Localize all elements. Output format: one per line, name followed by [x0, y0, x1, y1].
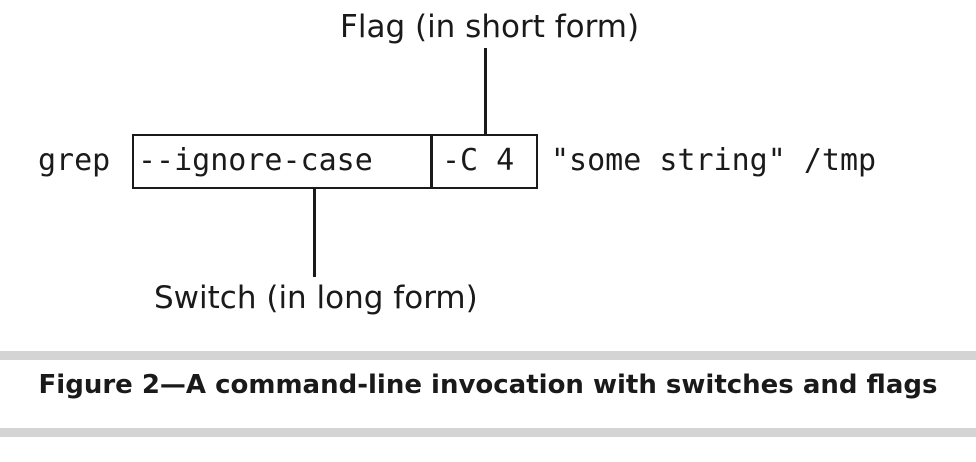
command-program: grep — [38, 143, 111, 178]
command-arguments: "some string" /tmp — [551, 143, 877, 178]
switch-token: --ignore-case — [138, 143, 373, 178]
switch-connector-line — [313, 189, 316, 277]
flag-token: -C 4 — [442, 143, 515, 178]
switch-box — [132, 134, 433, 189]
caption-bottom-rule — [0, 428, 976, 437]
switch-label: Switch (in long form) — [154, 280, 478, 316]
flag-box — [430, 134, 538, 189]
flag-connector-line — [484, 48, 487, 135]
caption-top-rule — [0, 351, 976, 360]
figure-caption: Figure 2—A command-line invocation with … — [38, 370, 938, 400]
flag-label: Flag (in short form) — [340, 9, 640, 45]
